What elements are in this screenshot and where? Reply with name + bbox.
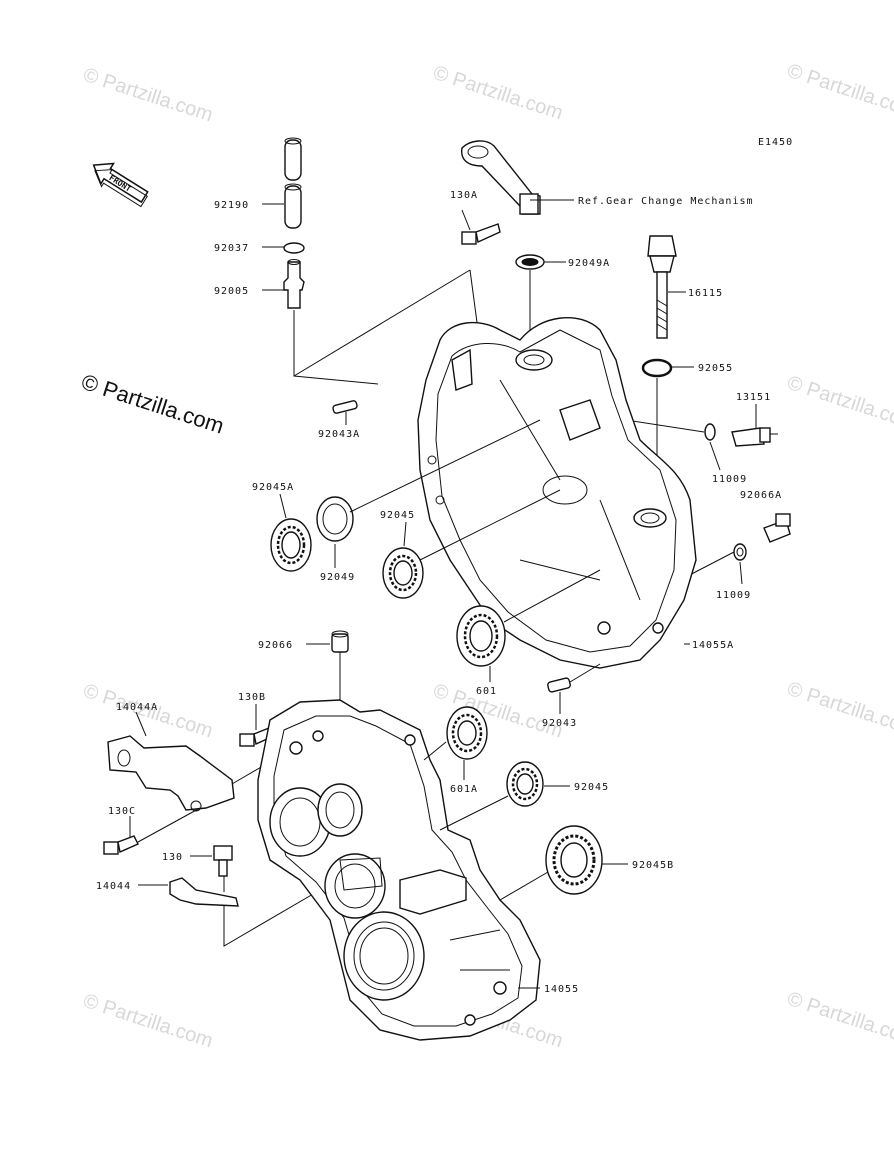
label-16115: 16115: [688, 288, 723, 299]
bolt-130A-part: [461, 223, 501, 245]
label-601: 601: [476, 686, 497, 697]
seal-92049-part: [316, 496, 354, 542]
label-92066: 92066: [258, 640, 293, 651]
crankcase-14055-part: [257, 699, 541, 1041]
washer-11009b-part: [733, 543, 747, 561]
label-13151: 13151: [736, 392, 771, 403]
bearing-601A-part: [446, 706, 488, 760]
bearing-601-part: [456, 605, 506, 667]
oring-92055-part: [641, 358, 673, 378]
bearing-92045-part: [382, 547, 424, 599]
label-14055: 14055: [544, 984, 579, 995]
label-92045B: 92045B: [632, 860, 674, 871]
label-14055A: 14055A: [692, 640, 734, 651]
ref-note: Ref.Gear Change Mechanism: [578, 196, 754, 207]
label-92049A: 92049A: [568, 258, 610, 269]
label-92045-b: 92045: [574, 782, 609, 793]
watermark: © Partzilla.com: [784, 988, 894, 1051]
label-92037: 92037: [214, 243, 249, 254]
label-601A: 601A: [450, 784, 478, 795]
plug-92066A-part: [763, 513, 791, 543]
shift-arm-part: [461, 140, 541, 215]
plug-92066-part: [331, 630, 349, 653]
dowel-92043-part: [547, 677, 571, 693]
label-11009: 11009: [712, 474, 747, 485]
watermark: © Partzilla.com: [784, 60, 894, 123]
label-130C: 130C: [108, 806, 136, 817]
bearing-92045A-part: [270, 518, 312, 572]
label-92045: 92045: [380, 510, 415, 521]
label-92055: 92055: [698, 363, 733, 374]
bracket-14044A-part: [107, 735, 235, 812]
dipstick-16115-part: [647, 235, 677, 339]
label-14044A: 14044A: [116, 702, 158, 713]
label-92045A: 92045A: [252, 482, 294, 493]
watermark: © Partzilla.com: [784, 372, 894, 435]
bolt-130C-part: [103, 835, 139, 855]
diagram-code: E1450: [758, 137, 793, 148]
main-watermark: © Partzilla.com: [78, 369, 227, 439]
bearing-92045B-part: [545, 825, 603, 895]
dowel-92043A-part: [332, 400, 358, 414]
switch-13151-part: [731, 427, 778, 447]
clamp-92037-part: [283, 242, 305, 254]
watermark: © Partzilla.com: [80, 990, 215, 1053]
bearing-92045b-part: [506, 761, 544, 807]
fitting-92005-part: [283, 259, 305, 309]
label-130A: 130A: [450, 190, 478, 201]
watermark: © Partzilla.com: [430, 62, 565, 125]
hose-92190-part: [284, 137, 302, 229]
label-92043: 92043: [542, 718, 577, 729]
label-11009-b: 11009: [716, 590, 751, 601]
label-92049: 92049: [320, 572, 355, 583]
watermark: © Partzilla.com: [80, 64, 215, 127]
case-cover-14055A-part: [417, 317, 697, 669]
front-arrow-icon: FRONT: [92, 162, 149, 208]
seal-92049A-part: [515, 254, 545, 270]
washer-11009-part: [704, 423, 716, 441]
bracket-14044-part: [169, 877, 239, 907]
label-130: 130: [162, 852, 183, 863]
label-130B: 130B: [238, 692, 266, 703]
label-14044: 14044: [96, 881, 131, 892]
label-92005: 92005: [214, 286, 249, 297]
part-labels: 92190 92037 92005 130A Ref.Gear Change M…: [96, 190, 782, 995]
watermark: © Partzilla.com: [784, 678, 894, 741]
label-92066A: 92066A: [740, 490, 782, 501]
label-92190: 92190: [214, 200, 249, 211]
label-92043A: 92043A: [318, 429, 360, 440]
bolt-130-part: [213, 845, 233, 877]
